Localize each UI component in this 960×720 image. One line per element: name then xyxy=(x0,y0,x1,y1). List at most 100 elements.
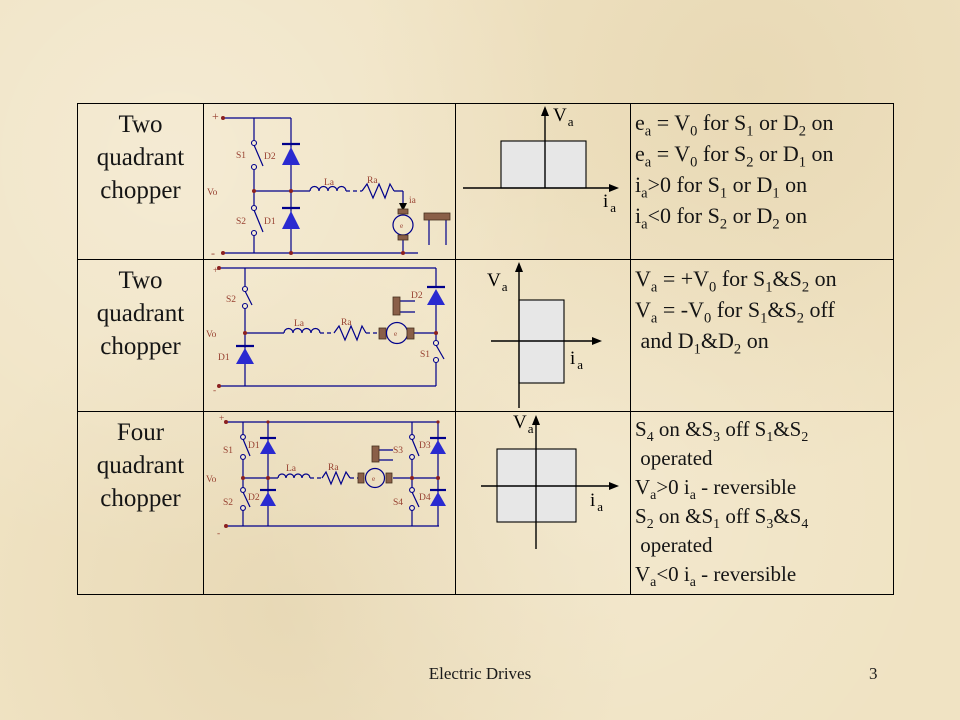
d2-label: D2 xyxy=(411,291,423,301)
description-line: and D1&D2 on xyxy=(635,328,769,358)
minus-terminal-label: - xyxy=(211,246,215,259)
d1-label: D1 xyxy=(264,217,276,227)
diode-d1 xyxy=(236,344,254,364)
va-axis-arrow xyxy=(515,262,523,272)
description-line: Va>0 ia - reversible xyxy=(635,475,797,503)
operating-region xyxy=(500,140,587,189)
page-number: 3 xyxy=(869,664,878,683)
va-axis-label: Va xyxy=(553,105,574,129)
vo-label: Vo xyxy=(207,188,218,198)
row1-chopper-type-title: Two quadrant chopper xyxy=(96,111,185,204)
description-line: ea = V0 for S2 or D1 on xyxy=(635,141,834,171)
motor xyxy=(357,467,393,489)
d2-label: D2 xyxy=(264,152,276,162)
description-line: S4 on &S3 off S1&S2 xyxy=(635,417,809,445)
s3-label: S3 xyxy=(393,446,403,456)
minus-terminal-label: - xyxy=(213,386,216,396)
load-table-symbol xyxy=(423,212,451,221)
va-axis-arrow xyxy=(532,415,540,425)
chopper-table: Two quadrant chopper xyxy=(77,103,894,595)
row3-circuit-diagram: + S1 D1 Vo S2 D2 - La Ra S3 D3 S4 D4 e xyxy=(206,414,446,539)
node-dots xyxy=(224,420,440,528)
row2-circuit-cell: + S2 Vo D1 - La Ra D2 S1 e xyxy=(204,260,456,412)
s1-label: S1 xyxy=(223,446,233,456)
row1-circuit-diagram: + S1 D2 Vo S2 D1 - La Ra ia e xyxy=(207,109,451,259)
ra-label: Ra xyxy=(328,463,339,473)
row2-chopper-type-title: Two quadrant chopper xyxy=(96,267,185,360)
va-axis-arrow xyxy=(541,106,549,116)
ea-motor-label: e xyxy=(394,330,397,338)
diode-d2 xyxy=(260,488,276,506)
load-table-symbol xyxy=(371,445,380,463)
switch-s2 xyxy=(250,204,258,237)
current-arrow xyxy=(399,203,407,211)
va-axis-label: Va xyxy=(487,270,508,294)
diode-d1 xyxy=(260,436,276,454)
d2-label: D2 xyxy=(248,493,260,503)
row1-circuit-cell: + S1 D2 Vo S2 D1 - La Ra ia e xyxy=(204,104,456,260)
switch-s1 xyxy=(240,434,246,460)
description-line: operated xyxy=(635,533,713,557)
s2-label: S2 xyxy=(236,217,246,227)
switch-s2 xyxy=(240,487,246,511)
ea-motor-label: e xyxy=(400,222,403,230)
row2-circuit-diagram: + S2 Vo D1 - La Ra D2 S1 e xyxy=(206,266,445,396)
description-line: operated xyxy=(635,446,713,470)
ia-axis-arrow xyxy=(609,184,619,192)
ra-label: Ra xyxy=(341,318,352,328)
description-line: ea = V0 for S1 or D2 on xyxy=(635,110,834,140)
la-label: La xyxy=(294,319,305,329)
row2-title-cell: Two quadrant chopper xyxy=(78,260,204,412)
footer-title: Electric Drives xyxy=(428,664,532,683)
row3-circuit-cell: + S1 D1 Vo S2 D2 - La Ra S3 D3 S4 D4 e xyxy=(204,412,456,595)
plus-terminal-label: + xyxy=(219,414,224,424)
switch-s1 xyxy=(250,139,258,171)
vo-label: Vo xyxy=(206,330,217,340)
description-line: Va = +V0 for S1&S2 on xyxy=(635,266,837,296)
description-line: S2 on &S1 off S3&S4 xyxy=(635,504,809,532)
node-dots xyxy=(221,116,405,255)
load-table-symbol xyxy=(392,296,401,316)
row3-chopper-type-title: Four quadrant chopper xyxy=(96,419,185,512)
diode-d1 xyxy=(282,206,300,229)
switch-s3 xyxy=(409,434,415,460)
s1-label: S1 xyxy=(420,350,430,360)
minus-terminal-label: - xyxy=(217,529,220,539)
description-line: Va<0 ia - reversible xyxy=(635,562,797,590)
description-line: ia<0 for S2 or D2 on xyxy=(635,203,808,233)
ia-label: ia xyxy=(409,196,417,206)
motor xyxy=(392,208,414,241)
d3-label: D3 xyxy=(419,441,431,451)
description-line: Va = -V0 for S1&S2 off xyxy=(635,297,835,327)
wires xyxy=(219,267,445,387)
s2-label: S2 xyxy=(226,295,236,305)
d1-label: D1 xyxy=(248,441,260,451)
va-axis-label: Va xyxy=(513,412,534,436)
row2-description-cell: Va = +V0 for S1&S2 on Va = -V0 for S1&S2… xyxy=(631,260,894,412)
s4-label: S4 xyxy=(393,498,403,508)
motor xyxy=(378,321,415,345)
row1-description-cell: ea = V0 for S1 or D2 on ea = V0 for S2 o… xyxy=(631,104,894,260)
la-label: La xyxy=(286,464,297,474)
row3-title-cell: Four quadrant chopper xyxy=(78,412,204,595)
description-line: ia>0 for S1 or D1 on xyxy=(635,172,808,202)
ra-label: Ra xyxy=(367,176,378,186)
switch-s2 xyxy=(241,285,249,310)
row3-description-cell: S4 on &S3 off S1&S2 operated Va>0 ia - r… xyxy=(631,412,894,595)
switch-s1 xyxy=(432,339,440,364)
wires xyxy=(226,421,439,527)
vo-label: Vo xyxy=(206,475,217,485)
plus-terminal-label: + xyxy=(213,266,218,276)
ia-axis-arrow xyxy=(592,337,602,345)
ia-axis-arrow xyxy=(609,482,619,490)
